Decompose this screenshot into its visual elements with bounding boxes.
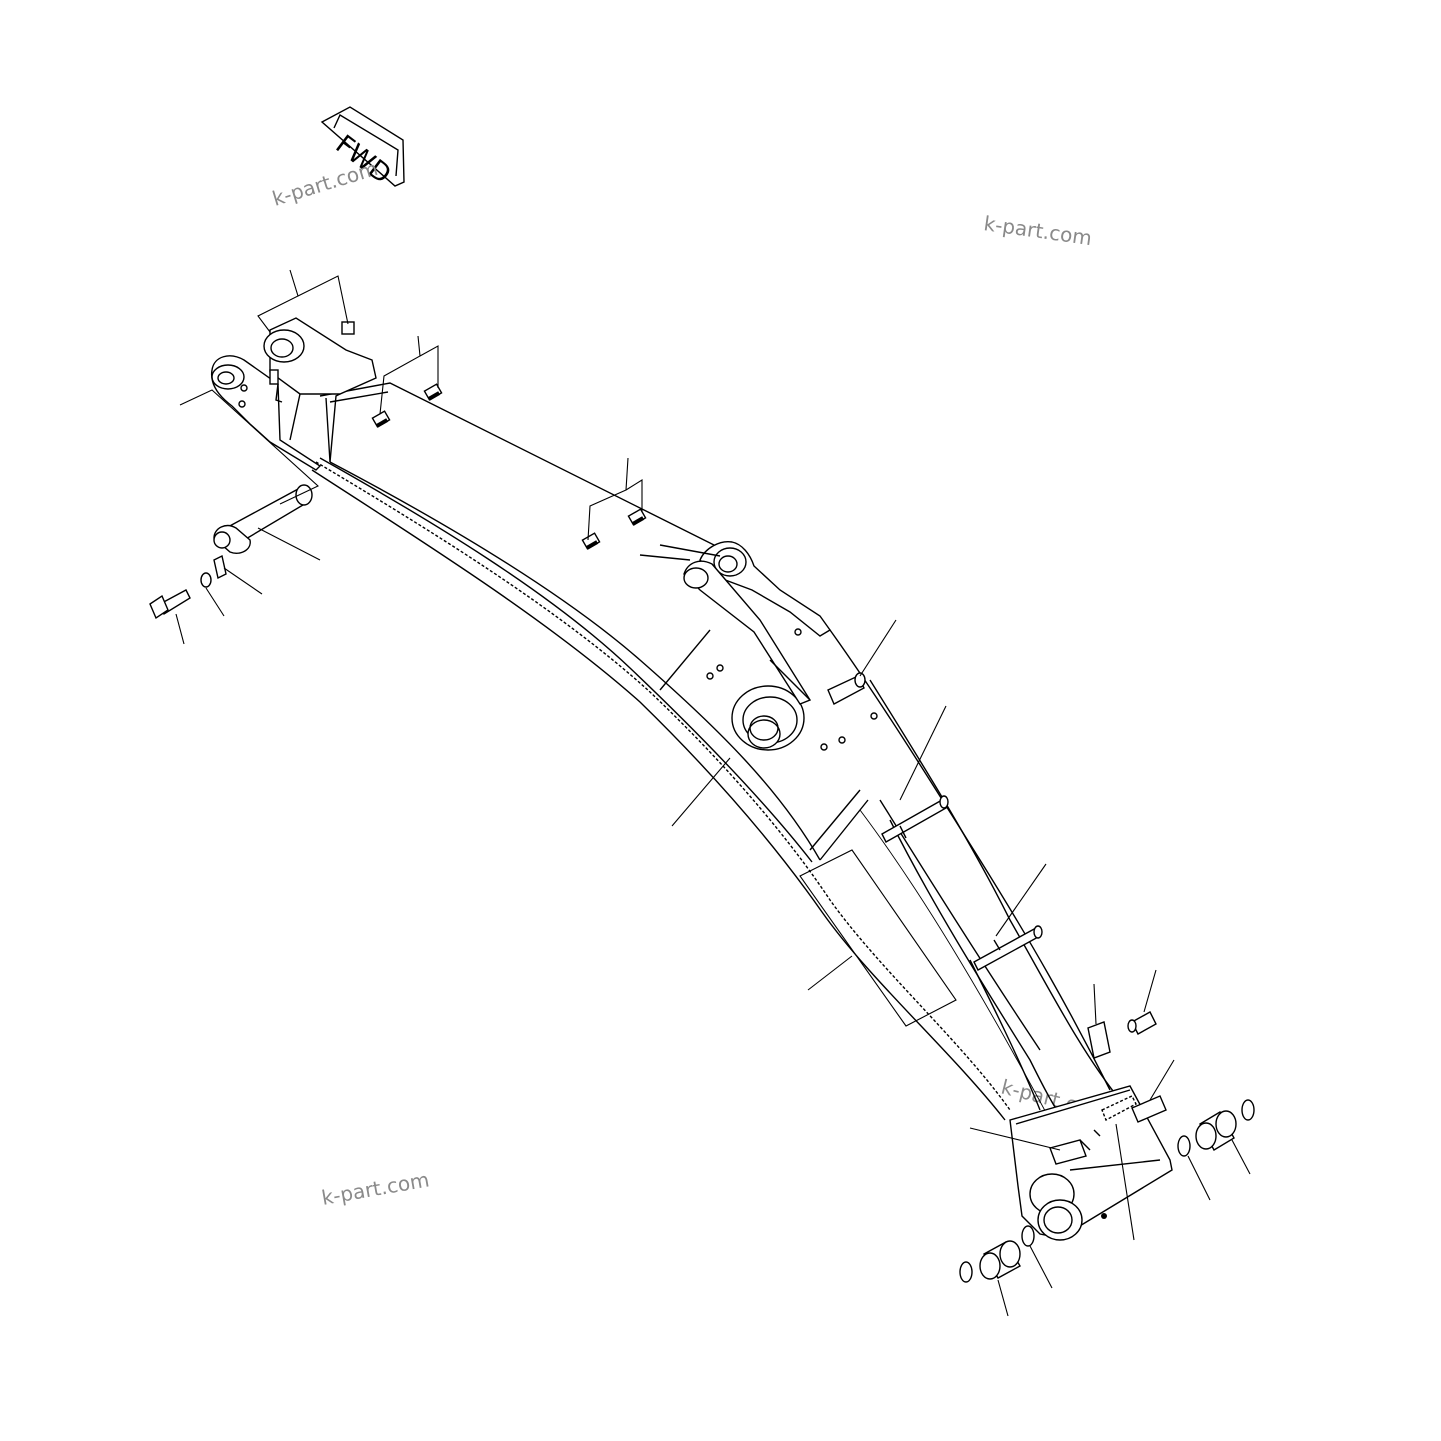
pipe-clamp-2 [881, 795, 949, 843]
grease-fitting-pair-upper [371, 383, 443, 428]
bushing-right [1195, 1110, 1237, 1151]
leader-lines [175, 269, 1251, 1317]
washer [200, 572, 212, 588]
grease-fitting-pair-mid [581, 508, 647, 550]
watermark: k-part.com [320, 1167, 431, 1210]
boom-foot-bracket-group [210, 317, 377, 471]
watermark: k-part.com [982, 211, 1093, 250]
seal-right [1177, 1099, 1255, 1157]
grease-nipple [1127, 1011, 1157, 1035]
arm-bracket [639, 541, 832, 705]
seal-left [959, 1225, 1035, 1283]
foot-pin [213, 484, 313, 554]
bolt [149, 589, 191, 620]
pipe-clamp-3 [973, 925, 1043, 971]
pipe-clamp-1 [827, 672, 866, 705]
boom-weldment [311, 382, 1121, 1121]
watermark: k-part.com [269, 156, 380, 211]
lock-plate [213, 554, 227, 580]
boom-nose [1009, 1085, 1173, 1241]
bracket-plate [1087, 1021, 1111, 1059]
bushing-left [979, 1240, 1021, 1280]
